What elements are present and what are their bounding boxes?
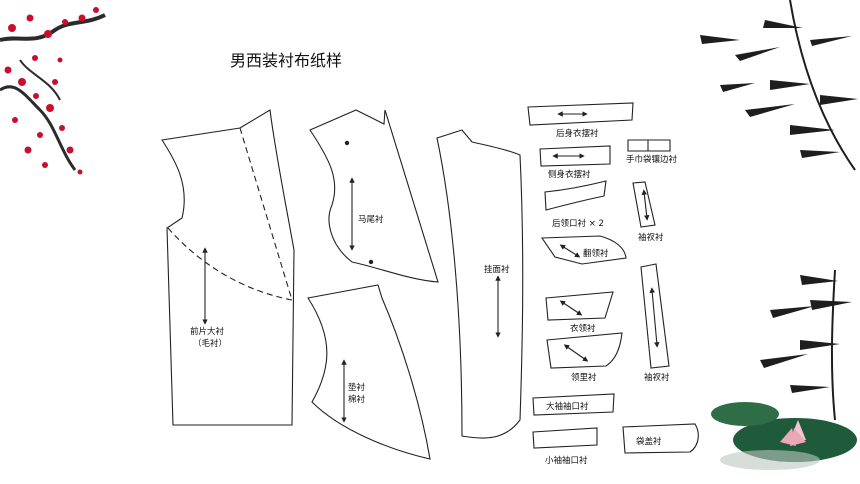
notch-marks	[344, 140, 374, 265]
label-horsetail: 马尾衬	[358, 214, 384, 225]
back-neck-piece	[544, 180, 607, 211]
label-collar-lining: 领里衬	[571, 372, 597, 383]
undercollar-piece	[540, 235, 627, 265]
label-side-hem: 侧身衣摆衬	[548, 169, 591, 180]
label-back-hem: 后身衣摆衬	[556, 128, 599, 139]
label-undercollar: 翻领衬	[583, 248, 609, 259]
collar-lining-piece	[546, 332, 623, 369]
label-facing: 挂面衬	[484, 264, 510, 275]
label-collar: 衣领衬	[570, 323, 596, 334]
facing-interlining-piece	[436, 129, 524, 439]
label-small-cuff: 小袖袖口衬	[545, 455, 588, 466]
sleeve-vent-2-piece	[640, 263, 670, 369]
sleeve-vent-1-piece	[632, 181, 656, 228]
page-title: 男西装衬布纸样	[230, 51, 343, 70]
label-front-interlining-note: （毛衬）	[193, 338, 227, 349]
front-curve-line	[167, 227, 293, 301]
back-hem-piece	[527, 102, 634, 126]
horsetail-interlining-piece	[309, 109, 439, 283]
front-dart-line	[239, 127, 293, 301]
label-pocket-welt: 手巾袋镶边衬	[626, 154, 678, 165]
big-cuff-piece	[532, 393, 615, 416]
label-vent-2: 袖衩衬	[644, 372, 670, 383]
label-big-cuff: 大袖袖口衬	[546, 401, 589, 412]
side-hem-piece	[539, 145, 611, 167]
pocket-welt-piece	[627, 139, 671, 152]
label-wadding-2: 棉衬	[348, 394, 366, 405]
wadding-interlining-piece	[307, 284, 431, 460]
front-interlining-piece	[161, 109, 295, 426]
label-pocket-flap: 袋盖衬	[636, 436, 662, 447]
label-back-neck: 后领口衬 × 2	[552, 218, 604, 229]
bamboo-decoration-top	[700, 0, 858, 171]
label-wadding-1: 垫衬	[348, 382, 366, 393]
small-cuff-piece	[532, 427, 598, 449]
collar-piece	[545, 291, 614, 321]
plum-blossom-decoration	[0, 7, 106, 175]
label-front-interlining: 前片大衬	[190, 326, 225, 337]
pocket-flap-piece	[622, 423, 699, 454]
lotus-decoration	[711, 402, 857, 470]
label-vent-1: 袖衩衬	[638, 232, 664, 243]
bamboo-decoration-bottom	[760, 269, 852, 421]
